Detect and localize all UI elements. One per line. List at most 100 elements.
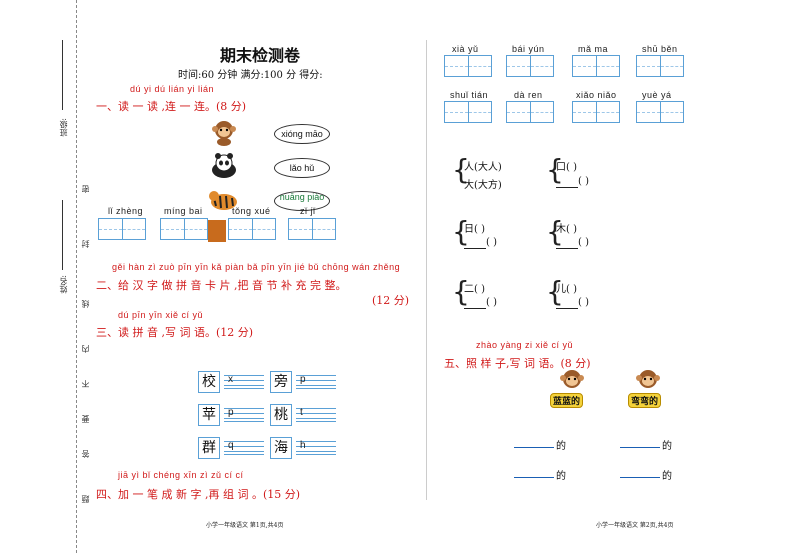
- seal-char-8: 题: [81, 495, 90, 503]
- char-box: 旁: [270, 371, 292, 393]
- q4-item-b[interactable]: ( ): [578, 237, 589, 248]
- example-badge: 蓝蓝的: [550, 393, 584, 408]
- tiger-icon: [208, 186, 240, 212]
- page-divider: [426, 40, 427, 500]
- monkey-icon: [556, 368, 588, 394]
- answer-blank[interactable]: [620, 468, 660, 478]
- pinyin-line[interactable]: [296, 408, 336, 422]
- q4-item-b: 大(大方): [464, 180, 502, 191]
- answer-line[interactable]: [464, 248, 486, 249]
- class-blank: [62, 40, 63, 110]
- pinyin-initial: h: [300, 440, 306, 451]
- binding-margin: 班级: 姓名: 密 封 线 内 不 要 答 题: [0, 0, 96, 553]
- word-grid-4[interactable]: [288, 218, 336, 240]
- q4-item-a[interactable]: 儿( ): [556, 284, 577, 295]
- answer-blank[interactable]: [514, 468, 554, 478]
- name-blank: [62, 200, 63, 270]
- q5-pinyin: zhào yàng zi xiě cí yǔ: [476, 340, 574, 350]
- q5-title: 五、照 样 子,写 词 语。(8 分): [444, 357, 591, 370]
- brace: {: [546, 215, 564, 248]
- word-pinyin: yuè yá: [642, 90, 672, 100]
- q4-item-b[interactable]: ( ): [486, 237, 497, 248]
- suffix-de: 的: [556, 471, 566, 482]
- word-pinyin: xià yǔ: [452, 44, 479, 54]
- q4-item-b[interactable]: ( ): [578, 176, 589, 187]
- word-grid[interactable]: [506, 55, 554, 77]
- q4-item-a[interactable]: 口( ): [556, 162, 577, 173]
- pinyin-initial: q: [228, 440, 234, 451]
- answer-blank[interactable]: [620, 438, 660, 448]
- q3-title: 三、读 拼 音 ,写 词 语。(12 分): [96, 326, 254, 339]
- seal-line: [76, 0, 77, 553]
- word-grid[interactable]: [572, 101, 620, 123]
- example-badge: 弯弯的: [628, 393, 662, 408]
- answer-line[interactable]: [464, 308, 486, 309]
- pinyin-initial: x: [228, 374, 233, 385]
- word-grid-3[interactable]: [228, 218, 276, 240]
- word-pinyin: mǎ ma: [578, 44, 609, 54]
- word-grid-2[interactable]: [160, 218, 208, 240]
- pinyin-oval-3[interactable]: huāng piào: [274, 191, 330, 211]
- suffix-de: 的: [662, 441, 672, 452]
- suffix-de: 的: [662, 471, 672, 482]
- pinyin-line[interactable]: [296, 441, 336, 455]
- panda-icon: [208, 152, 240, 178]
- answer-line[interactable]: [556, 248, 578, 249]
- suffix-de: 的: [556, 441, 566, 452]
- answer-line[interactable]: [556, 308, 578, 309]
- brace: {: [546, 153, 564, 186]
- q4-item-a[interactable]: 二( ): [464, 284, 485, 295]
- monkey-icon: [208, 118, 240, 146]
- tiger-tail-image: [208, 220, 226, 242]
- brace: {: [452, 215, 470, 248]
- pinyin-oval-1[interactable]: xióng māo: [274, 124, 330, 144]
- q2-pinyin: gěi hàn zì zuò pīn yīn kǎ piàn bǎ pīn yī…: [112, 262, 401, 272]
- answer-line[interactable]: [556, 187, 578, 188]
- answer-blank[interactable]: [514, 438, 554, 448]
- word-pinyin-1: lǐ zhèng: [108, 206, 144, 216]
- word-grid[interactable]: [444, 101, 492, 123]
- pinyin-line[interactable]: [224, 441, 264, 455]
- seal-char-4: 内: [81, 345, 90, 353]
- q4-item-a[interactable]: 日( ): [464, 224, 485, 235]
- word-pinyin: xiǎo niǎo: [576, 90, 617, 100]
- pinyin-line[interactable]: [224, 408, 264, 422]
- word-pinyin-4: zǐ jǐ: [300, 206, 316, 216]
- word-grid[interactable]: [444, 55, 492, 77]
- seal-char-1: 密: [81, 185, 90, 193]
- footer-right: 小学一年级语文 第2页,共4页: [596, 522, 674, 529]
- word-pinyin: dà ren: [514, 90, 543, 100]
- q2-title: 二、给 汉 字 做 拼 音 卡 片 ,把 音 节 补 充 完 整。: [96, 279, 347, 292]
- seal-char-6: 要: [81, 415, 90, 423]
- q4-item-b[interactable]: ( ): [486, 297, 497, 308]
- pinyin-line[interactable]: [224, 375, 264, 389]
- pinyin-oval-2[interactable]: lǎo hǔ: [274, 158, 330, 178]
- char-box: 桃: [270, 404, 292, 426]
- word-pinyin-2: míng bai: [164, 206, 203, 216]
- q1-title: 一、读 一 读 ,连 一 连。(8 分): [96, 100, 247, 113]
- q4-item-a[interactable]: 木( ): [556, 224, 577, 235]
- seal-char-5: 不: [81, 380, 90, 388]
- footer-left: 小学一年级语文 第1页,共4页: [206, 522, 284, 529]
- pinyin-initial: p: [228, 407, 234, 418]
- word-grid[interactable]: [506, 101, 554, 123]
- q4-item-b[interactable]: ( ): [578, 297, 589, 308]
- word-grid[interactable]: [572, 55, 620, 77]
- pinyin-initial: t: [300, 407, 303, 418]
- word-grid[interactable]: [636, 55, 684, 77]
- name-label: 姓名:: [59, 275, 68, 294]
- pinyin-line[interactable]: [296, 375, 336, 389]
- q1-pinyin: dú yi dú lián yi lián: [130, 84, 215, 94]
- brace: {: [452, 153, 470, 186]
- char-box: 群: [198, 437, 220, 459]
- word-pinyin: shuǐ tián: [450, 90, 489, 100]
- seal-char-2: 封: [81, 240, 90, 248]
- brace: {: [452, 275, 470, 308]
- pinyin-initial: p: [300, 374, 306, 385]
- seal-char-3: 线: [81, 300, 90, 308]
- word-pinyin-3: tǒng xué: [232, 206, 271, 216]
- word-grid[interactable]: [636, 101, 684, 123]
- exam-meta: 时间:60 分钟 满分:100 分 得分:: [178, 70, 323, 81]
- q4-title: 四、加 一 笔 成 新 字 ,再 组 词 。(15 分): [96, 488, 301, 501]
- word-grid-1[interactable]: [98, 218, 146, 240]
